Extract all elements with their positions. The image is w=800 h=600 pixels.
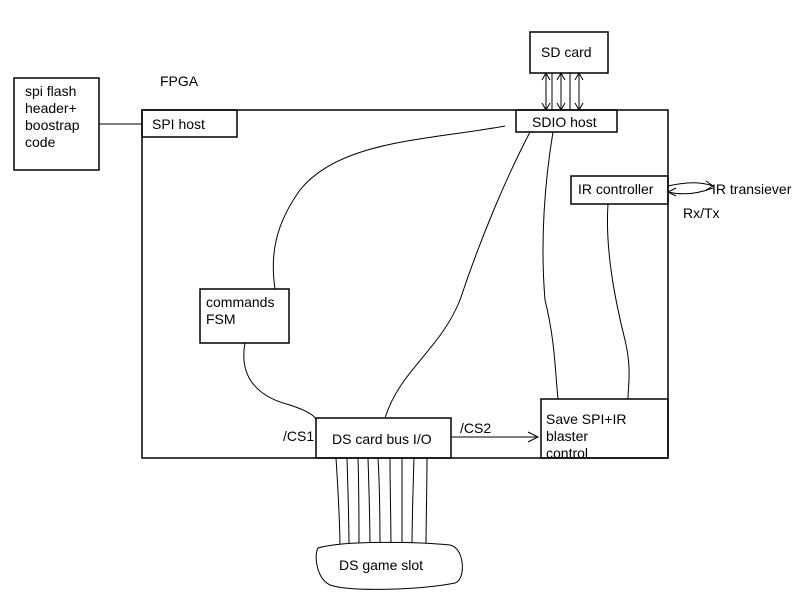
commands-fsm-line-2: FSM xyxy=(206,311,236,327)
ds-game-slot-wires xyxy=(335,457,428,551)
save-control-label: Save SPI+IR blaster control xyxy=(546,411,668,462)
spi-host-label: SPI host xyxy=(152,116,205,132)
ir-controller-block xyxy=(570,175,669,205)
sdio-host-block xyxy=(515,109,618,133)
cs2-arrow xyxy=(451,431,540,443)
ds-game-slot-shape xyxy=(315,541,463,590)
ir-transciever-wires xyxy=(666,180,714,197)
ir-transciever-label: IR transiever xyxy=(712,181,792,197)
fsm-to-ds-bus-wire xyxy=(243,342,317,421)
save-control-line-2: control xyxy=(546,445,589,461)
rx-tx-label: Rx/Tx xyxy=(683,205,720,221)
sdio-to-ds-bus-wire xyxy=(384,131,531,419)
spi-flash-line-2: header+ xyxy=(25,100,77,116)
fpga-label: FPGA xyxy=(160,73,199,89)
sd-card-bus-wires xyxy=(541,71,584,112)
ds-game-slot-label: DS game slot xyxy=(339,557,424,573)
cs2-label: /CS2 xyxy=(460,420,492,436)
ir-to-save-wire xyxy=(607,203,630,400)
spi-flash-line-1: spi flash xyxy=(25,83,77,99)
cs1-label: /CS1 xyxy=(283,428,315,444)
spi-flash-line-4: code xyxy=(25,134,56,150)
sdio-to-fsm-wire xyxy=(272,125,506,290)
commands-fsm-label: commands FSM xyxy=(206,294,286,328)
ds-card-bus-block xyxy=(315,417,452,459)
commands-fsm-line-1: commands xyxy=(206,294,275,310)
save-control-block xyxy=(540,398,669,459)
spi-flash-line-3: boostrap xyxy=(25,117,80,133)
sdio-host-label: SDIO host xyxy=(532,114,597,130)
ir-controller-label: IR controller xyxy=(578,181,654,197)
sd-card-block xyxy=(529,31,609,74)
save-control-line-1: Save SPI+IR blaster xyxy=(546,411,627,444)
ds-card-bus-label: DS card bus I/O xyxy=(332,431,432,447)
sdio-to-save-wire xyxy=(542,131,559,400)
fpga-block xyxy=(141,109,669,459)
sd-card-label: SD card xyxy=(541,44,592,60)
spi-flash-label: spi flash header+ boostrap code xyxy=(25,83,97,151)
